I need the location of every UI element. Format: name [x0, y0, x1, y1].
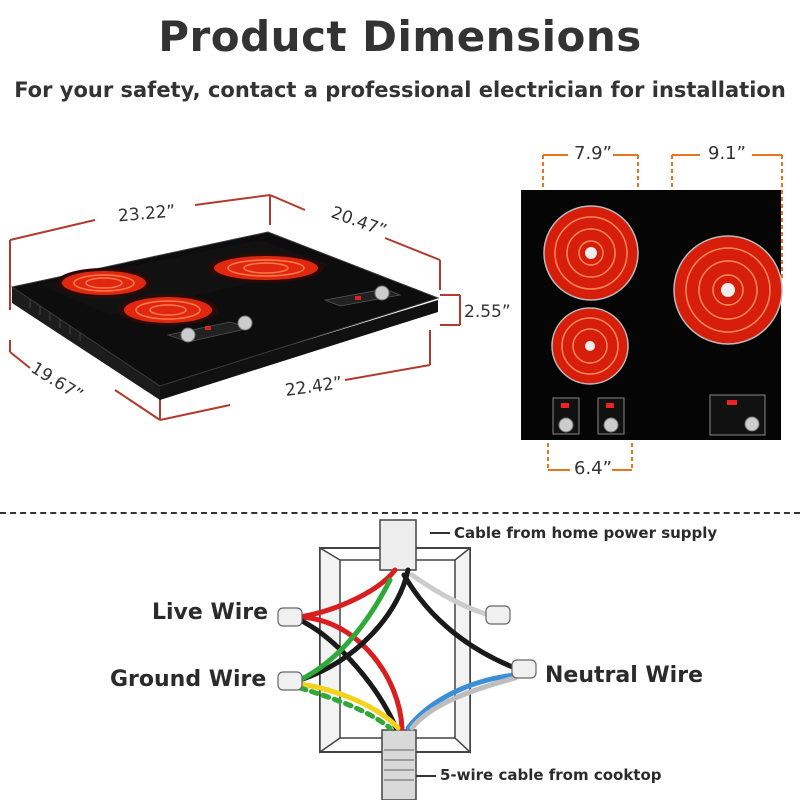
ground-wire-label: Ground Wire — [110, 667, 267, 692]
dimension-burner-bottom-left: 6.4” — [574, 458, 612, 479]
dimension-burner-top-left: 7.9” — [574, 143, 612, 164]
page-title: Product Dimensions — [158, 12, 642, 61]
cable-home-power-label: Cable from home power supply — [454, 524, 718, 542]
dimension-burner-right: 9.1” — [708, 143, 746, 164]
live-wire-label: Live Wire — [152, 600, 269, 625]
page-subtitle: For your safety, contact a professional … — [14, 78, 786, 102]
section-divider — [0, 512, 800, 514]
cable-cooktop-label: 5-wire cable from cooktop — [440, 766, 662, 784]
dimension-height: 2.55” — [464, 302, 511, 322]
neutral-wire-label: Neutral Wire — [545, 663, 703, 688]
